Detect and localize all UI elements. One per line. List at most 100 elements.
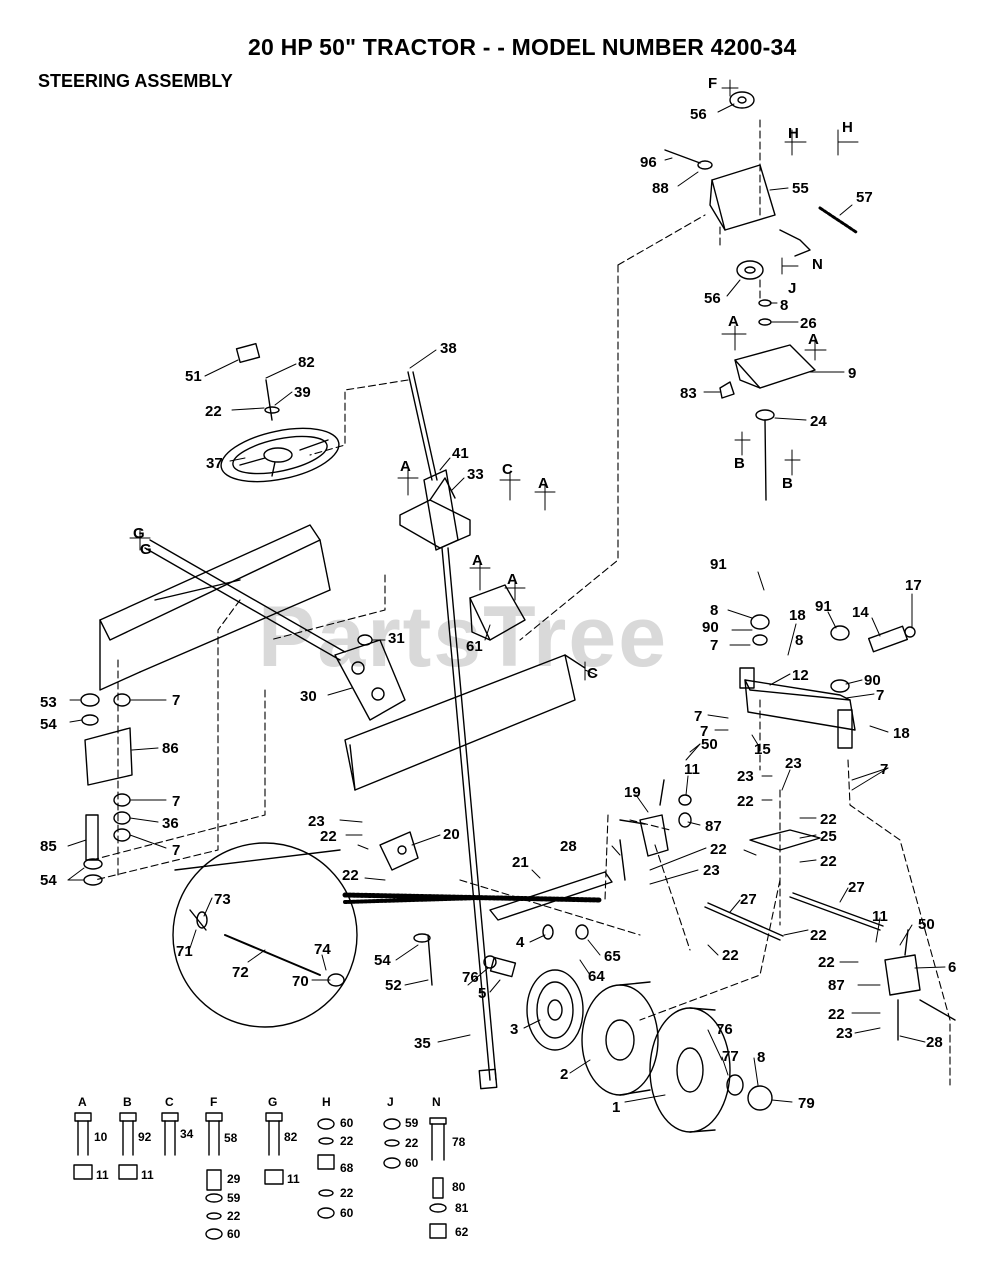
- callout-38: 38: [440, 340, 457, 357]
- legend-part: 11: [287, 1172, 300, 1186]
- legend-part: 62: [455, 1225, 469, 1239]
- callout-91: 91: [710, 556, 727, 573]
- watermark: PartsTree: [258, 589, 669, 685]
- ref-letter-g: G: [133, 525, 145, 542]
- callout-26: 26: [800, 315, 817, 332]
- legend-part: 59: [405, 1116, 419, 1130]
- callout-7: 7: [172, 793, 181, 810]
- callout-64: 64: [588, 968, 605, 985]
- callout-22: 22: [342, 867, 359, 884]
- callout-7: 7: [876, 687, 885, 704]
- page-title: 20 HP 50" TRACTOR - - MODEL NUMBER 4200-…: [248, 34, 797, 60]
- legend-part: 60: [405, 1156, 419, 1170]
- callout-50: 50: [701, 736, 718, 753]
- callout-6: 6: [948, 959, 957, 976]
- callout-23: 23: [836, 1025, 853, 1042]
- steering-arm: [144, 539, 406, 721]
- left-frame-rail: [99, 524, 331, 691]
- callout-28: 28: [926, 1034, 943, 1051]
- ref-letter-a: A: [507, 571, 518, 588]
- legend-letter: H: [322, 1095, 331, 1109]
- callout-37: 37: [206, 455, 223, 472]
- reference-ticks: [129, 79, 859, 681]
- callout-22: 22: [737, 793, 754, 810]
- callout-70: 70: [292, 973, 309, 990]
- callout-30: 30: [300, 688, 317, 705]
- callout-65: 65: [604, 948, 621, 965]
- right-frame-rail: [344, 654, 586, 791]
- callout-54: 54: [374, 952, 391, 969]
- legend-part: 78: [452, 1135, 466, 1149]
- callout-28: 28: [560, 838, 577, 855]
- callout-53: 53: [40, 694, 57, 711]
- callout-22: 22: [828, 1006, 845, 1023]
- legend-letter: N: [432, 1095, 441, 1109]
- legend-part: 22: [340, 1186, 354, 1200]
- callout-54: 54: [40, 716, 57, 733]
- legend-part: 60: [340, 1116, 354, 1130]
- callout-56: 56: [690, 106, 707, 123]
- legend-part: 58: [224, 1131, 238, 1145]
- legend-part: 22: [405, 1136, 419, 1150]
- hardware: [80, 614, 850, 986]
- callout-8: 8: [757, 1049, 766, 1066]
- callout-79: 79: [798, 1095, 815, 1112]
- callout-7: 7: [694, 708, 703, 725]
- callout-41: 41: [452, 445, 469, 462]
- callout-23: 23: [703, 862, 720, 879]
- callout-8: 8: [780, 297, 789, 314]
- ref-letter-g: G: [140, 541, 152, 558]
- callout-7: 7: [880, 761, 889, 778]
- callout-57: 57: [856, 189, 873, 206]
- callout-85: 85: [40, 838, 57, 855]
- callout-71: 71: [176, 943, 193, 960]
- steering-wheel: [220, 342, 340, 483]
- legend-letter: C: [165, 1095, 174, 1109]
- pivot-bracket-9: [719, 299, 816, 501]
- ref-letter-h: H: [842, 119, 853, 136]
- legend-bolt-f: [205, 1112, 223, 1240]
- legend-stack-h: [317, 1118, 335, 1219]
- legend-bolt-c: [161, 1112, 179, 1156]
- legend-part: 29: [227, 1172, 241, 1186]
- ref-letter-b: B: [782, 475, 793, 492]
- callout-36: 36: [162, 815, 179, 832]
- callout-2: 2: [560, 1066, 569, 1083]
- legend-part: 22: [227, 1209, 241, 1223]
- callout-8: 8: [795, 632, 804, 649]
- callout-25: 25: [820, 828, 837, 845]
- callout-12: 12: [792, 667, 809, 684]
- ref-letter-c: C: [502, 461, 513, 478]
- callout-23: 23: [737, 768, 754, 785]
- legend-part: 81: [455, 1201, 469, 1215]
- legend-stack-j: [383, 1118, 401, 1169]
- callout-7: 7: [172, 842, 181, 859]
- callout-22: 22: [205, 403, 222, 420]
- legend-part: 82: [284, 1130, 298, 1144]
- ref-letter-j: J: [788, 280, 797, 297]
- callout-31: 31: [388, 630, 405, 647]
- legend-part: 22: [340, 1134, 354, 1148]
- steering-shaft: [407, 371, 498, 1090]
- callout-54: 54: [40, 872, 57, 889]
- legend-bolt-b: [118, 1112, 138, 1180]
- legend-letter: B: [123, 1095, 132, 1109]
- callout-18: 18: [789, 607, 806, 624]
- legend-letter: A: [78, 1095, 87, 1109]
- callout-20: 20: [443, 826, 460, 843]
- callout-7: 7: [710, 637, 719, 654]
- callout-96: 96: [640, 154, 657, 171]
- callout-5: 5: [478, 985, 487, 1002]
- legend-part: 60: [227, 1227, 241, 1241]
- ref-letter-n: N: [812, 256, 823, 273]
- detail-circle: [172, 842, 358, 1028]
- legend-bolt-a: [73, 1112, 93, 1180]
- callout-72: 72: [232, 964, 249, 981]
- callout-27: 27: [848, 879, 865, 896]
- legend-part: 92: [138, 1130, 152, 1144]
- ref-letter-b: B: [734, 455, 745, 472]
- ref-letter-f: F: [708, 75, 718, 92]
- ref-letter-a: A: [400, 458, 411, 475]
